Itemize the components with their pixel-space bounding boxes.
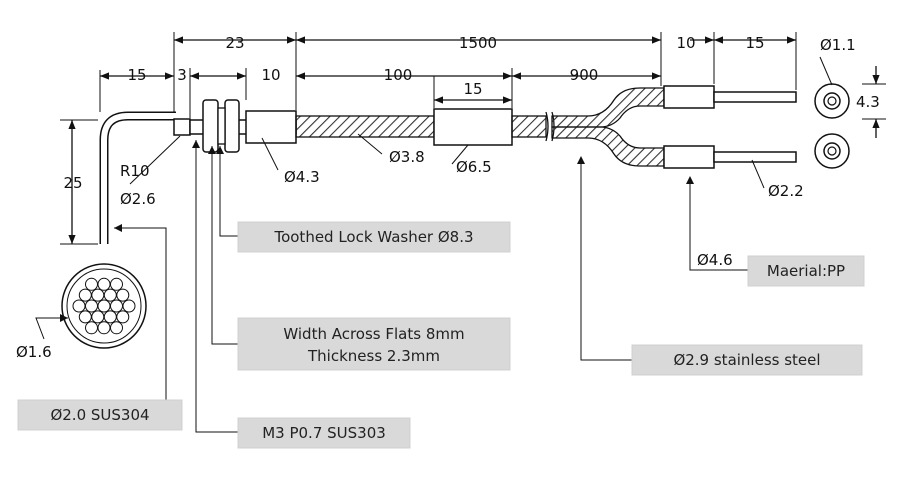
dim-r10: R10 xyxy=(120,162,150,180)
fiber-strand xyxy=(110,277,123,291)
callout-washer: Toothed Lock Washer Ø8.3 xyxy=(237,221,511,253)
sleeve xyxy=(245,110,297,144)
fiber-strand xyxy=(116,288,130,302)
fiber-strand xyxy=(72,299,86,313)
fiber-strand xyxy=(97,299,111,313)
callout-thread: M3 P0.7 SUS303 xyxy=(237,417,411,449)
dim-d46: Ø4.6 xyxy=(697,251,733,269)
callout-nut-line1: Width Across Flats 8mm xyxy=(283,325,464,343)
callout-sheath: Ø2.9 stainless steel xyxy=(631,344,863,376)
fiber-end-upper xyxy=(713,91,797,103)
callout-material-text: Maerial:PP xyxy=(767,262,845,280)
callout-washer-text: Toothed Lock Washer Ø8.3 xyxy=(273,228,473,246)
fiber-strand xyxy=(103,288,117,302)
ferrule-lower xyxy=(663,145,715,169)
probe-tube xyxy=(99,111,176,244)
dim-15-top: 15 xyxy=(745,34,764,52)
leader-lines xyxy=(35,133,765,433)
leader-arrowheads xyxy=(60,140,694,322)
dim-900: 900 xyxy=(570,66,599,84)
lock-washer xyxy=(217,107,226,145)
fiber-strand xyxy=(91,310,105,324)
fiber-strand xyxy=(91,288,105,302)
dim-3: 3 xyxy=(177,66,187,84)
joint-block xyxy=(433,108,513,146)
dimension-lines xyxy=(68,36,880,244)
fiber-strand xyxy=(97,277,111,291)
fiber-bundle-section xyxy=(61,263,147,349)
fiber-strand xyxy=(85,321,98,335)
dim-d43: Ø4.3 xyxy=(284,168,320,186)
end-view-upper xyxy=(814,83,850,119)
dim-15-mid: 15 xyxy=(463,80,482,98)
end-view-lower xyxy=(814,133,850,169)
dim-d16: Ø1.6 xyxy=(16,343,52,361)
dimension-labels: 23 1500 10 15 15 3 10 100 900 15 25 R10 … xyxy=(16,34,880,361)
dim-d22: Ø2.2 xyxy=(768,182,804,200)
dim-25: 25 xyxy=(63,174,82,192)
dim-100: 100 xyxy=(384,66,413,84)
fiber-strand xyxy=(97,321,111,335)
branch-lower xyxy=(551,126,665,167)
tip-collar xyxy=(173,118,191,136)
cable-mid xyxy=(511,115,547,138)
leader-d11 xyxy=(819,56,833,86)
cable-left xyxy=(295,115,435,138)
dim-43-end: 4.3 xyxy=(856,93,880,111)
callout-material: Maerial:PP xyxy=(747,255,865,287)
fiber-strand xyxy=(122,299,136,313)
fiber-strand xyxy=(103,310,117,324)
dim-d38: Ø3.8 xyxy=(389,148,425,166)
dim-d26: Ø2.6 xyxy=(120,190,156,208)
dim-10-top: 10 xyxy=(676,34,695,52)
fiber-strand xyxy=(116,310,130,324)
fiber-strand xyxy=(110,299,123,313)
dim-10-left: 10 xyxy=(261,66,280,84)
dim-d65: Ø6.5 xyxy=(456,158,492,176)
fiber-strand xyxy=(110,321,123,335)
fiber-strand xyxy=(78,310,92,324)
callout-sheath-text: Ø2.9 stainless steel xyxy=(673,351,820,369)
callout-nut-line2: Thickness 2.3mm xyxy=(307,347,440,365)
callout-nut: Width Across Flats 8mm Thickness 2.3mm xyxy=(237,317,511,371)
fiber-strand xyxy=(78,288,92,302)
callout-probe: Ø2.0 SUS304 xyxy=(17,399,183,431)
callout-probe-text: Ø2.0 SUS304 xyxy=(50,406,149,424)
fiber-strand xyxy=(85,277,98,291)
dim-d11: Ø1.1 xyxy=(820,36,856,54)
fiber-end-lower xyxy=(713,151,797,163)
fiber-strand xyxy=(85,299,98,313)
callout-thread-text: M3 P0.7 SUS303 xyxy=(262,424,386,442)
dim-1500: 1500 xyxy=(459,34,497,52)
dim-15-left: 15 xyxy=(127,66,146,84)
branch-upper xyxy=(551,87,665,128)
ferrule-upper xyxy=(663,85,715,109)
dim-23: 23 xyxy=(225,34,244,52)
